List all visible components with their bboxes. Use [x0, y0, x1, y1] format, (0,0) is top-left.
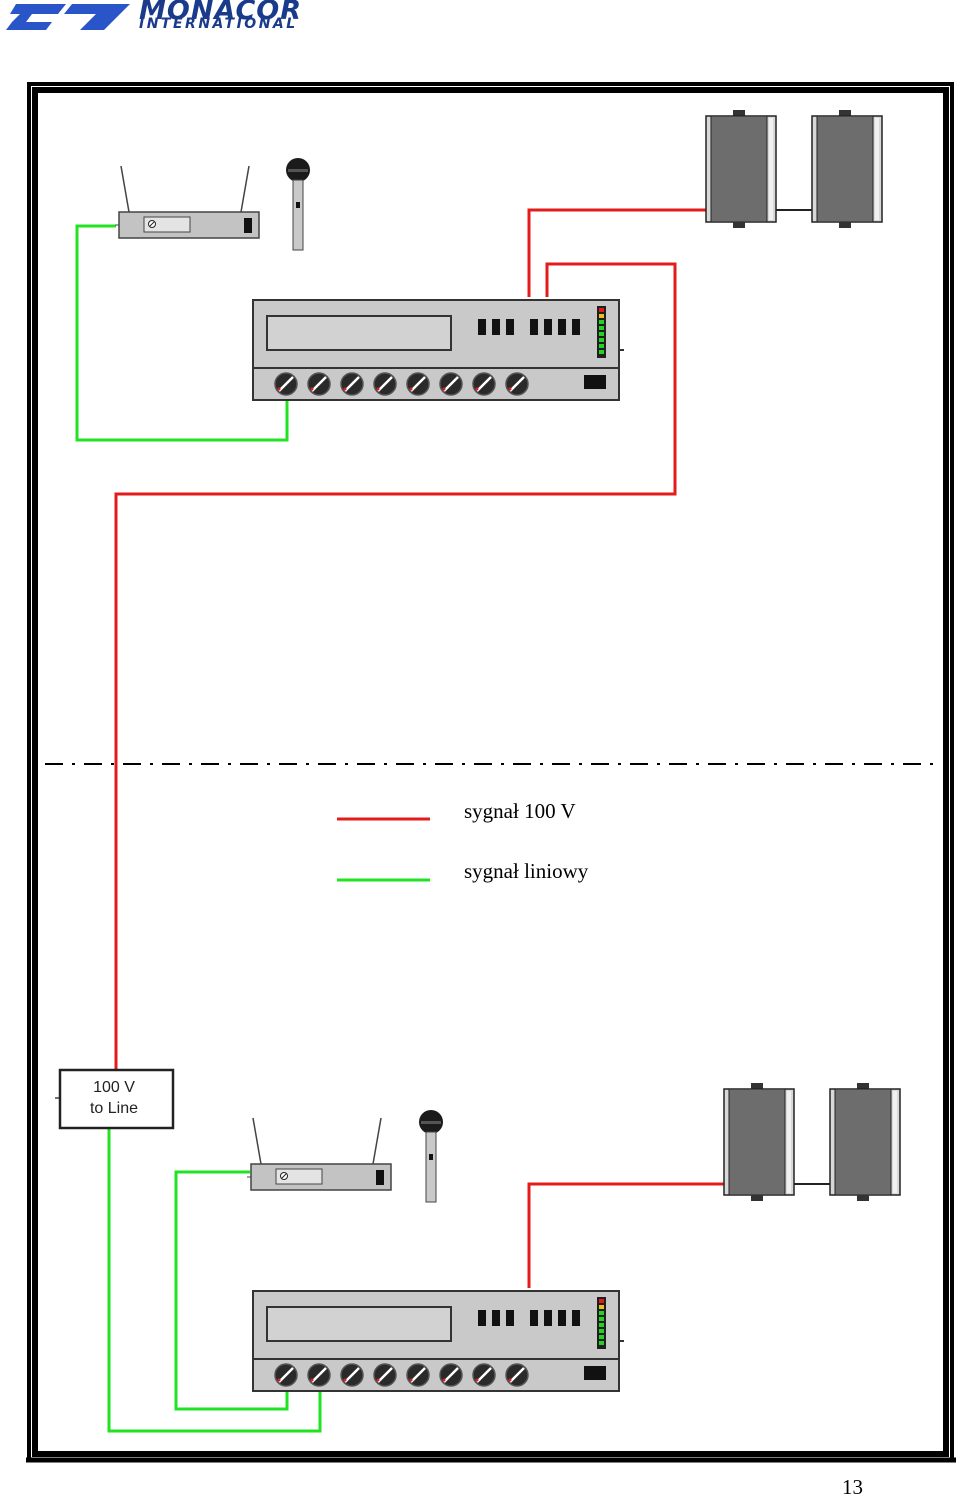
lower-system: 100 V to Line [55, 1068, 901, 1433]
upper-green-wire [75, 224, 289, 442]
lower-microphone-icon [418, 1109, 444, 1203]
upper-mixer-amplifier [253, 300, 624, 400]
upper-system [75, 109, 883, 1070]
legend-label-liniowy: sygnał liniowy [464, 859, 589, 883]
brand-subtitle: INTERNATIONAL [139, 16, 298, 32]
lower-wireless-receiver [246, 1117, 392, 1191]
outer-frame [26, 82, 956, 1463]
upper-wireless-receiver [114, 165, 260, 239]
monacor-logo: MONACOR INTERNATIONAL [6, 0, 386, 34]
upper-speaker-right-icon [811, 109, 883, 229]
monacor-logo-mark-icon [6, 4, 130, 30]
converter-line2: to Line [90, 1100, 138, 1117]
lower-red-wire-speakers [527, 1182, 724, 1288]
page-number: 13 [842, 1475, 863, 1499]
lower-speaker-left-icon [723, 1082, 795, 1202]
converter-box: 100 V to Line [55, 1068, 175, 1130]
upper-red-wire-speakers [527, 208, 706, 297]
upper-speaker-left-icon [705, 109, 777, 229]
upper-red-wire-to-converter [114, 262, 677, 1070]
brand-name: MONACOR [139, 0, 303, 26]
lower-green-wire-receiver [174, 1170, 289, 1411]
upper-microphone-icon [285, 157, 311, 251]
lower-green-wire-converter [107, 1129, 322, 1433]
legend-label-100v: sygnał 100 V [464, 799, 576, 823]
lower-speaker-right-icon [829, 1082, 901, 1202]
lower-mixer-amplifier [253, 1291, 624, 1391]
converter-line1: 100 V [93, 1079, 135, 1096]
